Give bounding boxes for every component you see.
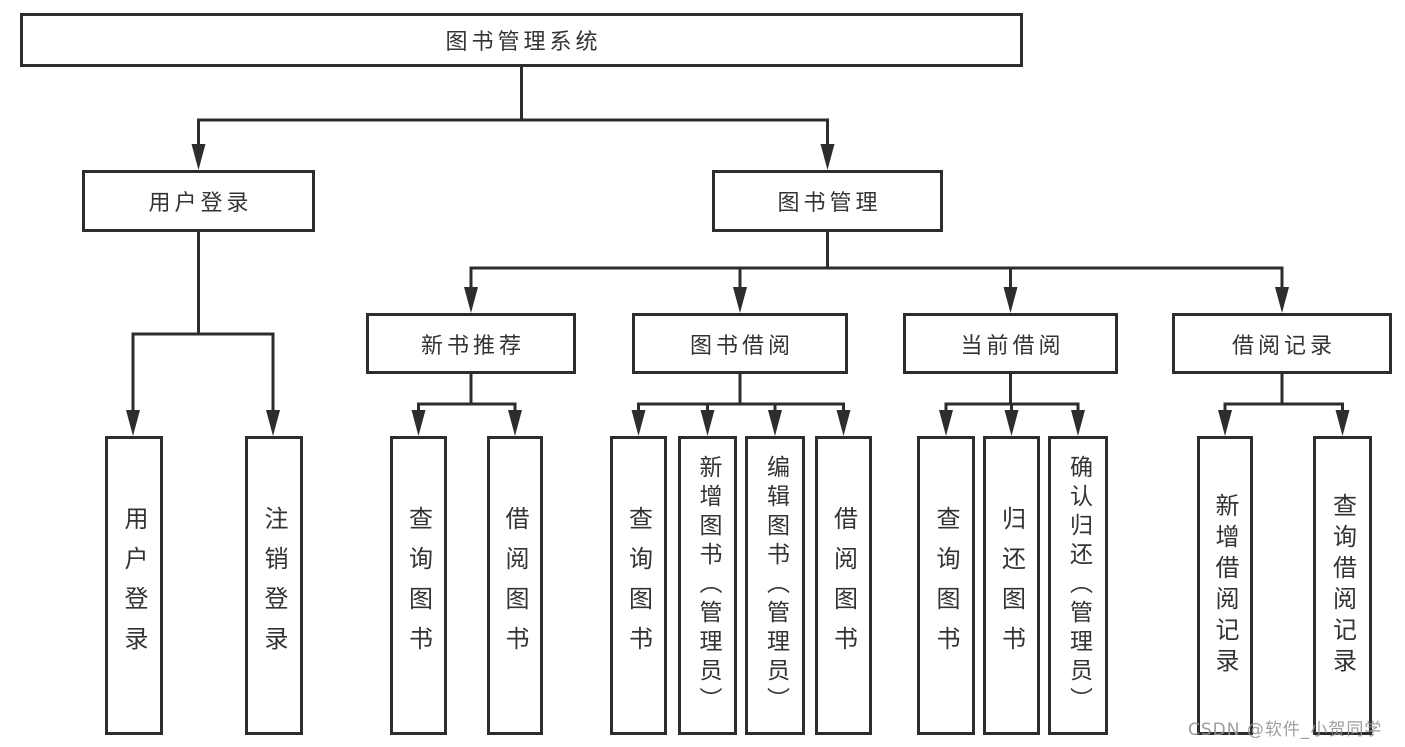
- leaf-current-query-books-label: 查询图书: [932, 505, 960, 666]
- leaf-borrowing-query-books-label: 查询图书: [624, 505, 653, 666]
- arrowheads-current-borrowing: [939, 410, 1085, 436]
- edges-borrowing-records: [1223, 374, 1344, 413]
- node-borrowing-records: 借阅记录: [1172, 313, 1392, 374]
- edges-book-management: [469, 232, 1284, 291]
- leaf-records-query-borrow-record-label: 查询借阅记录: [1328, 492, 1357, 679]
- node-root-label: 图书管理系统: [445, 30, 602, 55]
- node-book-management-label: 图书管理: [777, 191, 882, 216]
- leaf-current-confirm-return-admin: 确认归还（管理员）: [1048, 436, 1108, 735]
- node-book-borrowing: 图书借阅: [632, 313, 848, 374]
- node-book-management: 图书管理: [712, 170, 943, 232]
- node-user-login-label: 用户登录: [148, 191, 253, 216]
- leaf-recommend-borrow-books: 借阅图书: [487, 436, 543, 735]
- arrowheads-borrowing-records: [1218, 410, 1350, 436]
- leaf-current-confirm-return-admin-label: 确认归还（管理员）: [1065, 455, 1092, 716]
- leaf-borrowing-edit-books-admin: 编辑图书（管理员）: [745, 436, 805, 735]
- arrowheads-book-borrowing: [631, 410, 851, 436]
- leaf-user-login-label: 用户登录: [120, 505, 148, 666]
- node-borrowing-records-label: 借阅记录: [1231, 333, 1336, 359]
- leaf-borrowing-add-books-admin: 新增图书（管理员）: [678, 436, 737, 735]
- leaf-logout-login-label: 注销登录: [260, 505, 288, 666]
- arrowheads-root: [191, 144, 835, 170]
- leaf-borrowing-borrow-books-label: 借阅图书: [829, 505, 858, 666]
- arrowheads-book-management: [464, 287, 1289, 313]
- leaf-borrowing-add-books-admin-label: 新增图书（管理员）: [695, 455, 721, 716]
- leaf-records-add-borrow-record-label: 新增借阅记录: [1211, 492, 1239, 679]
- node-current-borrowing-label: 当前借阅: [960, 333, 1065, 359]
- node-new-book-recommendation-label: 新书推荐: [420, 333, 525, 359]
- leaf-current-return-books-label: 归还图书: [997, 505, 1026, 666]
- node-book-borrowing-label: 图书借阅: [689, 333, 794, 359]
- leaf-records-add-borrow-record: 新增借阅记录: [1197, 436, 1253, 735]
- leaf-recommend-borrow-books-label: 借阅图书: [501, 505, 529, 666]
- arrowheads-new-book-recommendation: [411, 410, 522, 436]
- edges-current-borrowing: [944, 374, 1080, 413]
- edges-book-borrowing: [637, 374, 845, 413]
- leaf-recommend-query-books-label: 查询图书: [404, 505, 433, 666]
- node-new-book-recommendation: 新书推荐: [366, 313, 576, 374]
- leaf-borrowing-query-books: 查询图书: [610, 436, 667, 735]
- edges-user-login: [131, 232, 275, 414]
- node-current-borrowing: 当前借阅: [903, 313, 1118, 374]
- leaf-records-query-borrow-record: 查询借阅记录: [1313, 436, 1372, 735]
- leaf-logout-login: 注销登录: [245, 436, 303, 735]
- node-user-login: 用户登录: [82, 170, 315, 232]
- leaf-borrowing-edit-books-admin-label: 编辑图书（管理员）: [762, 455, 789, 716]
- leaf-borrowing-borrow-books: 借阅图书: [815, 436, 872, 735]
- leaf-recommend-query-books: 查询图书: [390, 436, 447, 735]
- edges-root: [197, 67, 829, 148]
- leaf-user-login: 用户登录: [105, 436, 163, 735]
- leaf-current-return-books: 归还图书: [983, 436, 1040, 735]
- node-root: 图书管理系统: [20, 13, 1023, 67]
- leaf-current-query-books: 查询图书: [917, 436, 975, 735]
- csdn-watermark: CSDN @软件_小贺同学: [1188, 720, 1383, 740]
- edges-new-book-recommendation: [417, 374, 517, 413]
- arrowheads-user-login: [126, 410, 280, 436]
